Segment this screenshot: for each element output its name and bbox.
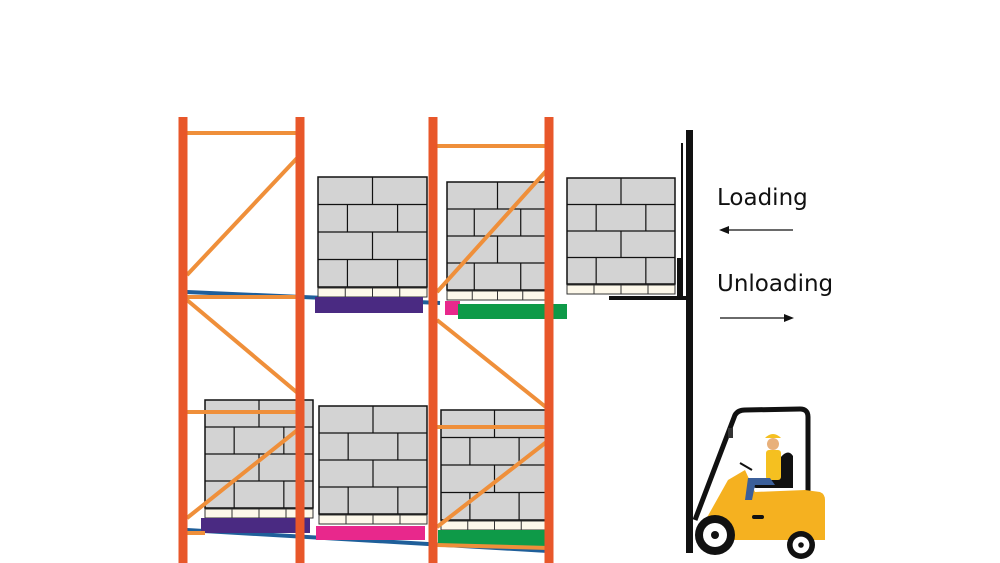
- rack-upright: [178, 117, 188, 563]
- brace: [185, 426, 302, 520]
- brace: [435, 438, 551, 529]
- arrow-left-icon: [719, 226, 793, 234]
- step: [752, 515, 764, 519]
- forklift-body: [700, 470, 825, 540]
- arrow-right-icon: [720, 314, 794, 322]
- seat-back: [780, 452, 793, 488]
- pallet-runner-pink: [445, 301, 460, 315]
- rack-upright: [295, 117, 305, 563]
- brace: [185, 298, 302, 397]
- unloading-label: Unloading: [717, 271, 833, 297]
- pallet-lower-bay-3: [438, 409, 549, 546]
- pallet-lower-bay-2: [316, 405, 428, 540]
- rack-uprights: [178, 117, 554, 563]
- steering-wheel: [739, 462, 753, 471]
- rack-upright: [428, 117, 438, 563]
- driver-legs: [745, 478, 775, 500]
- pallet-runner: [315, 297, 423, 313]
- mast-inner: [681, 143, 683, 296]
- brace: [435, 168, 549, 294]
- overhead-guard: [692, 406, 811, 521]
- brace: [436, 543, 550, 550]
- hard-hat: [765, 434, 781, 438]
- pallet-runner: [316, 526, 425, 540]
- brace: [185, 153, 302, 277]
- pallet-upper-bay-2: [315, 176, 428, 313]
- wheel-hub: [798, 542, 804, 548]
- pallet-runner: [201, 518, 310, 533]
- pallet-upper-bay-3: [445, 181, 567, 319]
- loading-label: Loading: [717, 185, 808, 211]
- rack-bracing: [185, 131, 551, 550]
- rack-upright: [544, 117, 554, 563]
- mast: [686, 130, 693, 553]
- forklift-icon: [609, 130, 825, 559]
- forks: [609, 296, 689, 300]
- driver-shirt: [766, 450, 781, 480]
- brace: [435, 318, 549, 410]
- pallet-runner: [438, 530, 548, 546]
- carriage: [677, 258, 683, 297]
- mirror: [728, 428, 733, 438]
- wheel-hub: [711, 531, 719, 539]
- pallet-runner: [458, 304, 567, 319]
- driver-head: [767, 438, 779, 450]
- pallets: [201, 176, 676, 546]
- pallet-forklift-forks: [566, 177, 676, 295]
